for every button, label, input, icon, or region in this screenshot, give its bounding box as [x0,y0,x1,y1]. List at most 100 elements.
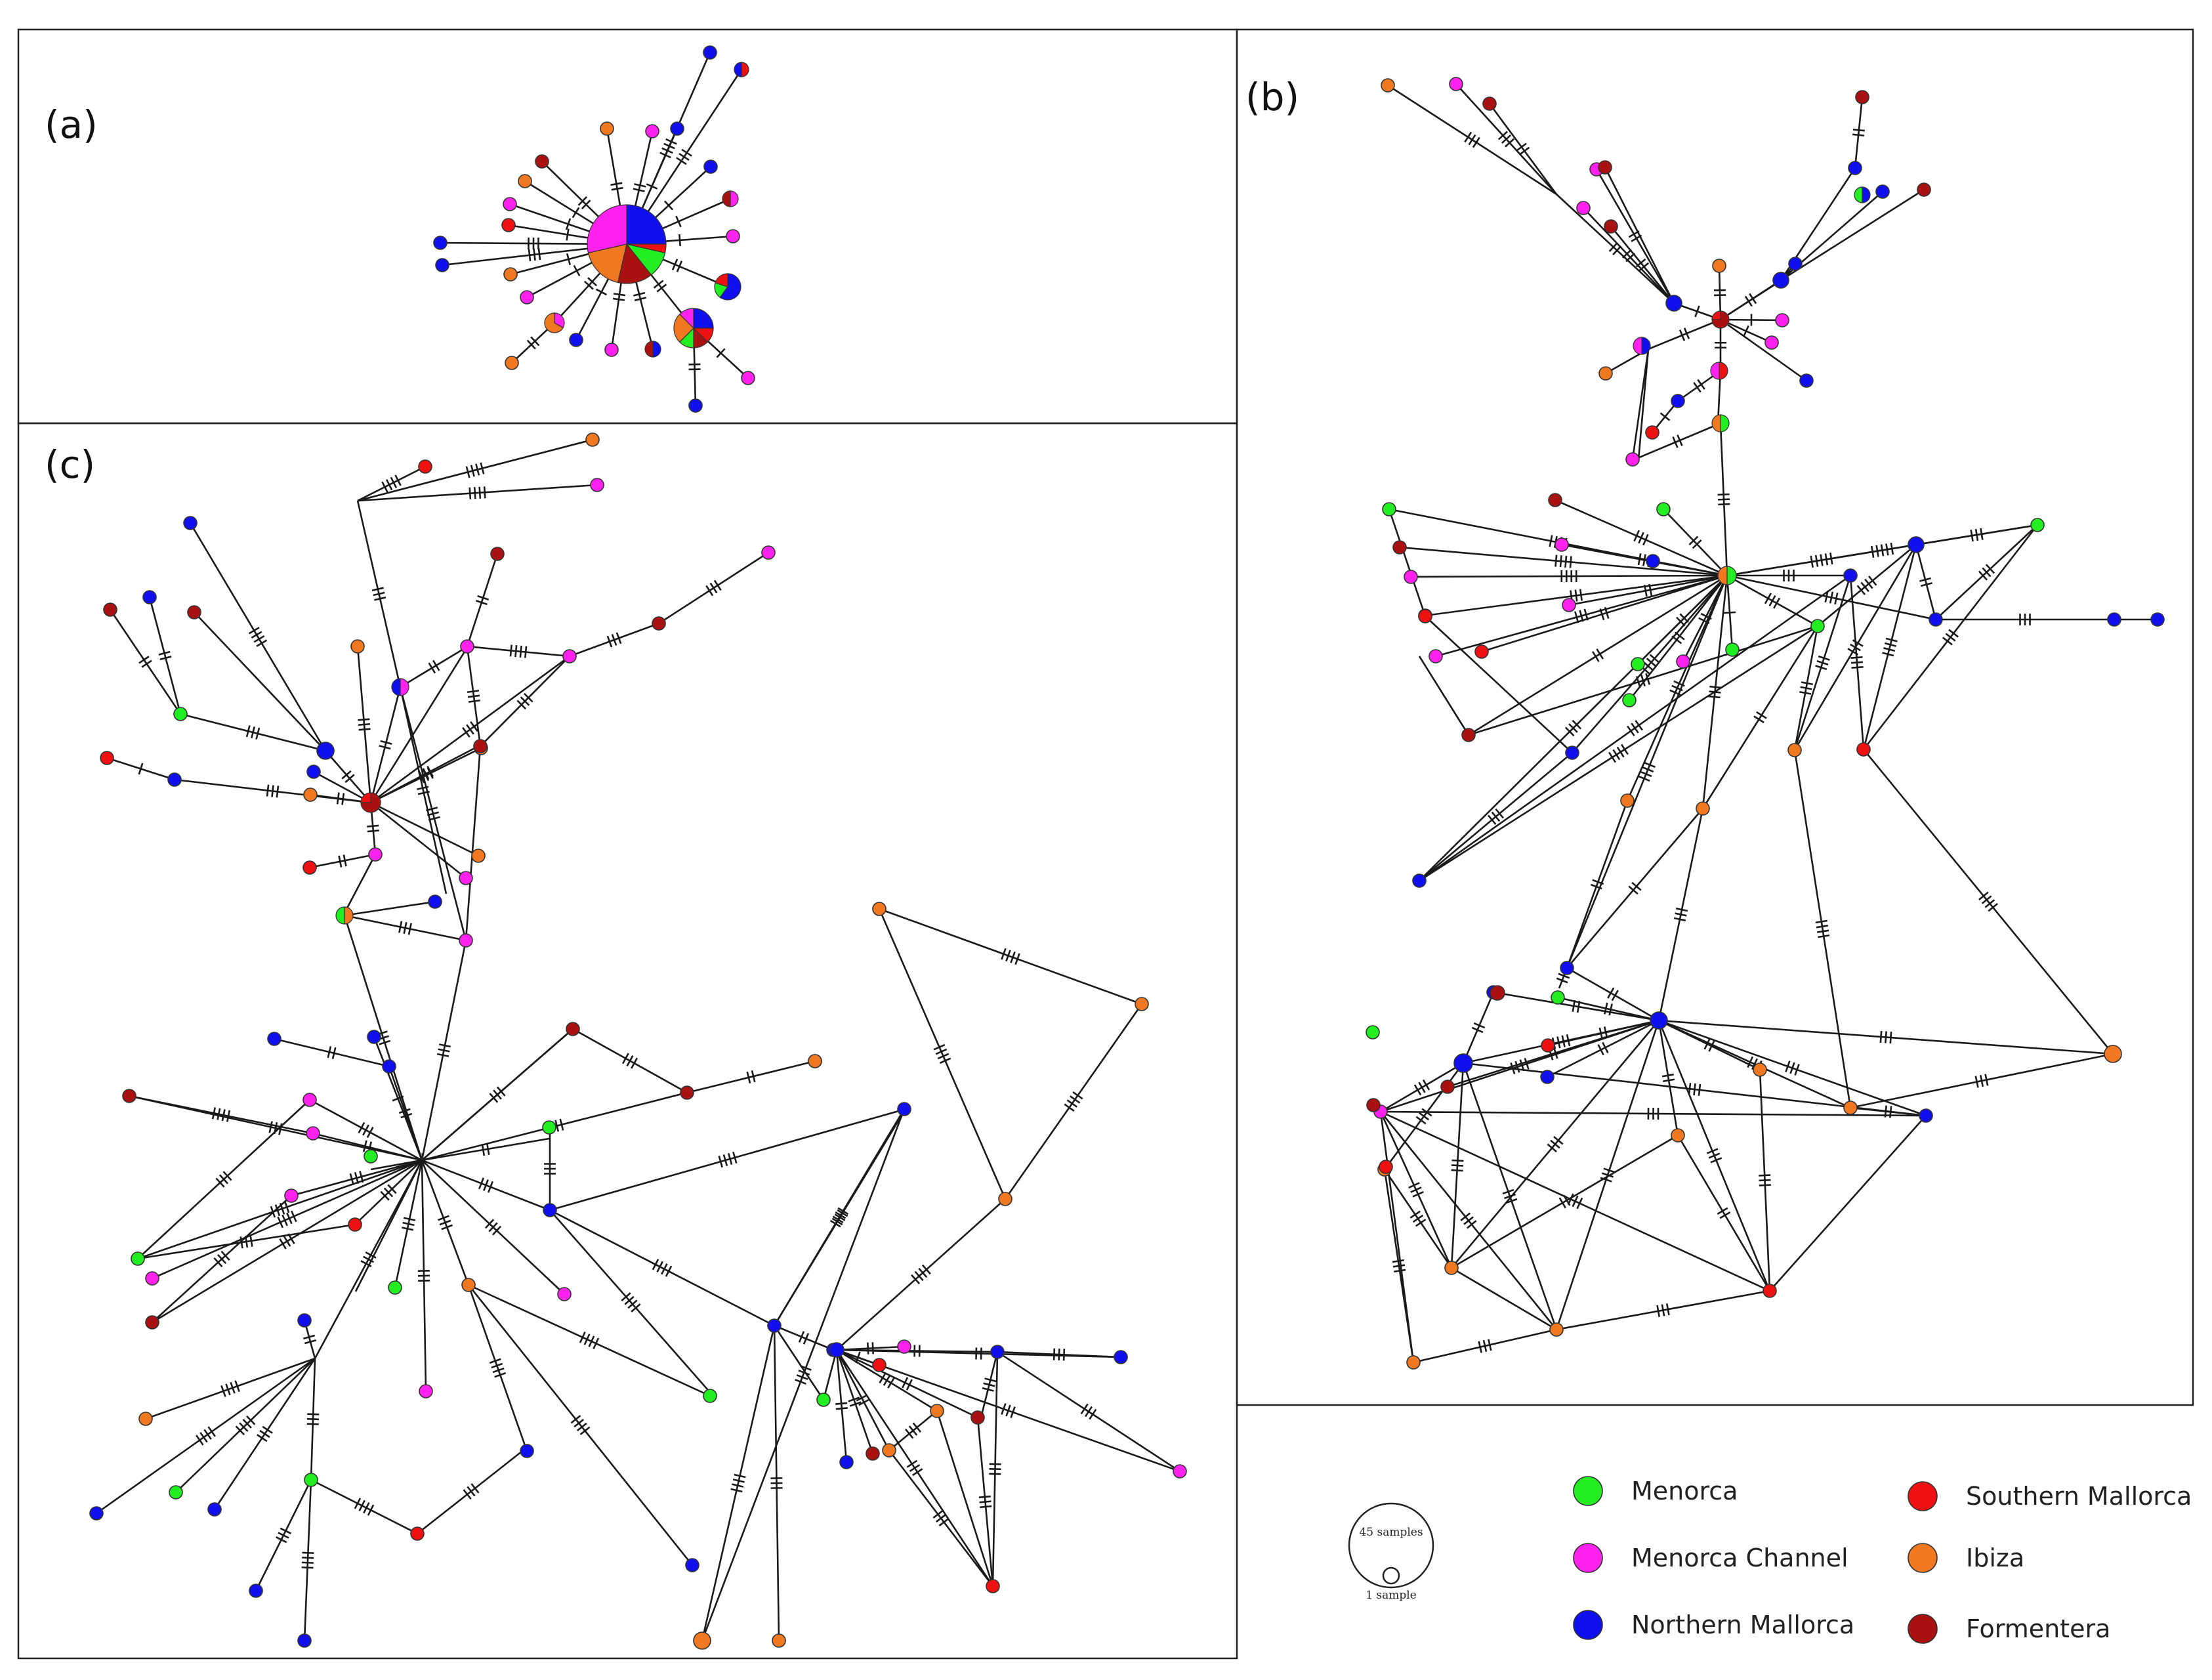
network-edge [357,438,593,502]
network-edge [1488,103,1558,195]
network-edge [1850,1053,2114,1109]
haplotype-node-southern-mallorca [100,751,114,765]
haplotype-node-menorca-channel [503,197,517,211]
haplotype-pie-node [734,62,749,77]
haplotype-node-northern-mallorca [703,45,717,60]
network-edge [836,1349,978,1419]
haplotype-node-menorca [173,707,188,721]
haplotype-node-northern-mallorca [1671,394,1685,408]
network-edge [1720,318,1772,344]
haplotype-node-northern-mallorca [2150,612,2165,627]
network-edge [1004,1003,1143,1200]
legend-swatch [1573,1610,1603,1640]
haplotype-node-northern-mallorca [1799,373,1814,388]
legend-ibiza: Ibiza [1908,1543,2024,1573]
legend-swatch [1908,1543,1938,1573]
haplotype-node-northern-mallorca [1412,873,1427,888]
network-edge [1380,1107,1927,1120]
haplotype-node-menorca-channel [557,1287,572,1301]
network-edge [480,656,570,747]
haplotype-node-ibiza [1620,793,1635,808]
network-edge [467,1284,694,1566]
network-edge [421,1160,470,1286]
haplotype-node-formentera [490,547,505,561]
network-edge [1658,1019,1851,1109]
haplotype-node-formentera [680,1085,694,1100]
haplotype-node-menorca-channel [459,871,473,885]
haplotype-node-northern-mallorca [249,1584,263,1598]
haplotype-node-ibiza [350,639,365,654]
network-edge [658,551,769,625]
network-edge [129,1095,314,1135]
network-edge [394,1160,423,1288]
network-edge [1793,575,1852,751]
legend-label: Northern Mallorca [1631,1610,1854,1639]
network-edge [1701,625,1819,809]
haplotype-node-northern-mallorca [839,1455,854,1469]
haplotype-node-ibiza [600,121,614,136]
haplotype-node-southern-mallorca [410,1526,425,1541]
network-edge [1555,1020,1660,1330]
network-edges [96,52,2158,1641]
panel-b-label: (b) [1245,75,1299,119]
network-edge [1380,1062,1464,1113]
network-edge [357,484,598,502]
haplotype-node-southern-mallorca [1541,1038,1555,1053]
network-edge [879,908,1142,1005]
network-edge [1850,1105,1927,1118]
haplotype-node-northern-mallorca [1908,536,1925,553]
network-edge [822,1349,838,1400]
haplotype-node-formentera [1482,96,1497,111]
haplotype-pie-node [1711,414,1730,432]
network-edge [370,801,479,857]
pie-slice-menorca-channel [1633,337,1642,355]
haplotype-node-northern-mallorca [2107,612,2121,627]
haplotype-node-southern-mallorca [872,1358,887,1372]
haplotype-node-northern-mallorca [382,1059,396,1074]
haplotype-node-formentera [122,1089,136,1103]
network-edge [836,1349,1180,1473]
haplotype-node-northern-mallorca [1772,272,1789,289]
haplotype-node-menorca-channel [520,290,534,304]
network-edge [701,1325,776,1641]
haplotype-node-northern-mallorca [183,516,198,530]
network-edge [1566,800,1629,969]
haplotype-node-menorca [169,1485,183,1500]
haplotype-node-ibiza [505,356,519,370]
network-edge [357,465,426,502]
legend-swatch [1908,1614,1938,1644]
network-edge [1677,1135,1771,1292]
pie-slice-northern-mallorca [626,204,667,245]
network-edge [325,750,371,803]
haplotype-node-menorca [1656,502,1671,516]
network-edge [980,1351,999,1418]
pie-slice-formentera [617,243,652,284]
network-edge [1862,524,2039,750]
network-edge [836,1345,998,1357]
network-edge [421,1159,551,1211]
network-edge [213,1358,316,1510]
haplotype-node-menorca-channel [590,478,604,492]
haplotype-node-northern-mallorca [435,258,449,272]
haplotype-node-formentera [1392,540,1407,555]
network-edge [1634,422,1721,461]
pie-slice-northern-mallorca [734,62,742,77]
network-edge [1652,560,1728,577]
pie-slice-formentera [722,190,731,207]
network-edge [106,757,175,781]
network-edge [1720,318,1807,382]
network-edge [467,644,570,658]
haplotype-node-formentera [652,616,666,631]
haplotype-node-northern-mallorca [1848,161,1862,175]
haplotype-node-menorca [1810,619,1825,633]
haplotype-node-southern-mallorca [418,459,432,474]
haplotype-node-formentera [566,1022,580,1036]
network-edge [369,686,402,803]
pie-slice-northern-mallorca [719,273,741,301]
legend-southern-mallorca: Southern Mallorca [1908,1481,2192,1511]
network-edge [1637,348,1650,460]
network-edge [1462,1062,1558,1330]
haplotype-pie-node [544,312,565,333]
haplotype-node-southern-mallorca [348,1217,362,1232]
network-edge [976,1417,994,1587]
